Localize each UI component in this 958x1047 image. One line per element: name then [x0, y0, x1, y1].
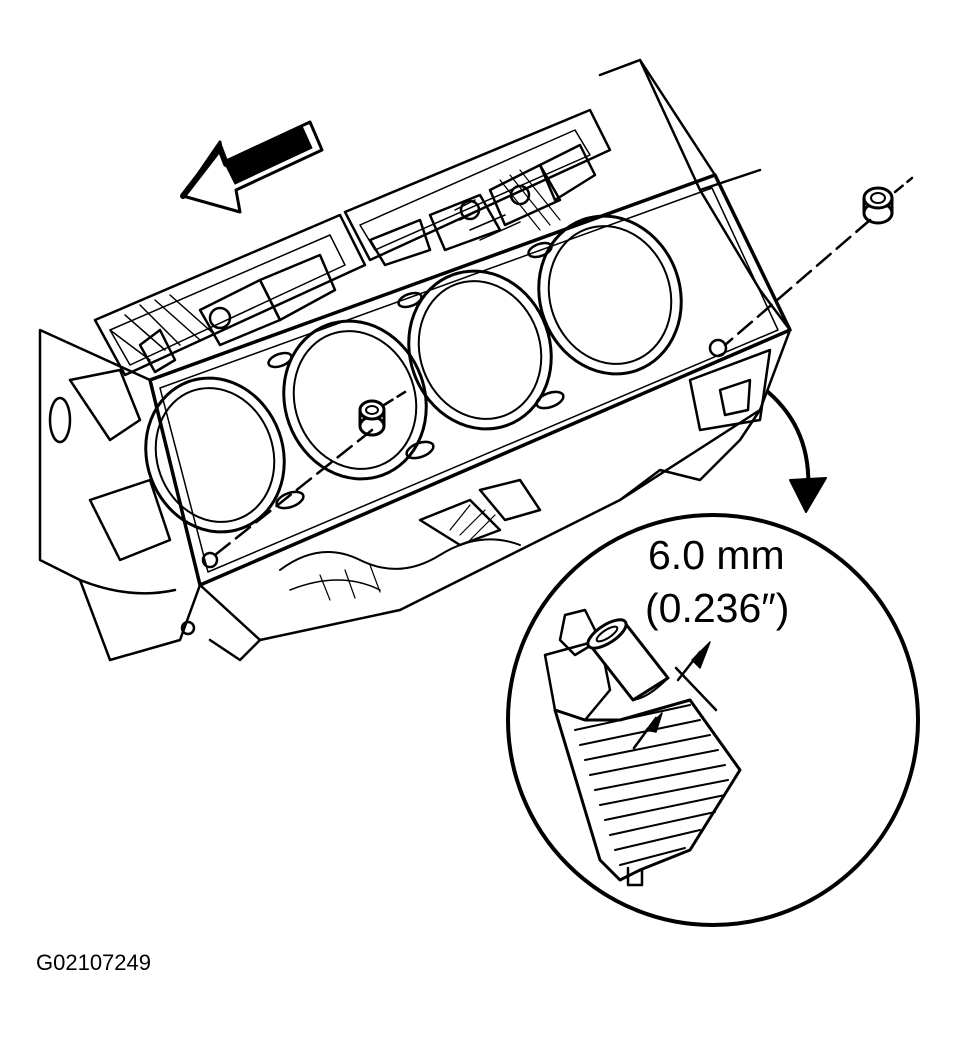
detail-view-circle — [506, 513, 920, 927]
figure-id-label: G02107249 — [36, 950, 151, 975]
dowel-pin-front — [358, 399, 386, 437]
dowel-pin-rear — [862, 186, 894, 225]
dowel-detail-section — [543, 608, 742, 887]
crankcase-bottom — [279, 478, 542, 601]
cylinder-bores — [144, 214, 728, 636]
front-direction-arrow-icon — [180, 120, 324, 214]
lifter-valley — [93, 108, 612, 377]
dimension-imperial-label: (0.236″) — [645, 585, 790, 631]
dowel-centerline-rear-top — [893, 176, 914, 194]
curved-callout-arrow-icon — [766, 390, 827, 513]
dowel-centerline-rear — [723, 218, 872, 347]
dowel-centerline-front-top — [382, 390, 407, 407]
dowel-centerline-front — [213, 428, 374, 557]
dimension-metric-label: 6.0 mm — [648, 532, 785, 578]
